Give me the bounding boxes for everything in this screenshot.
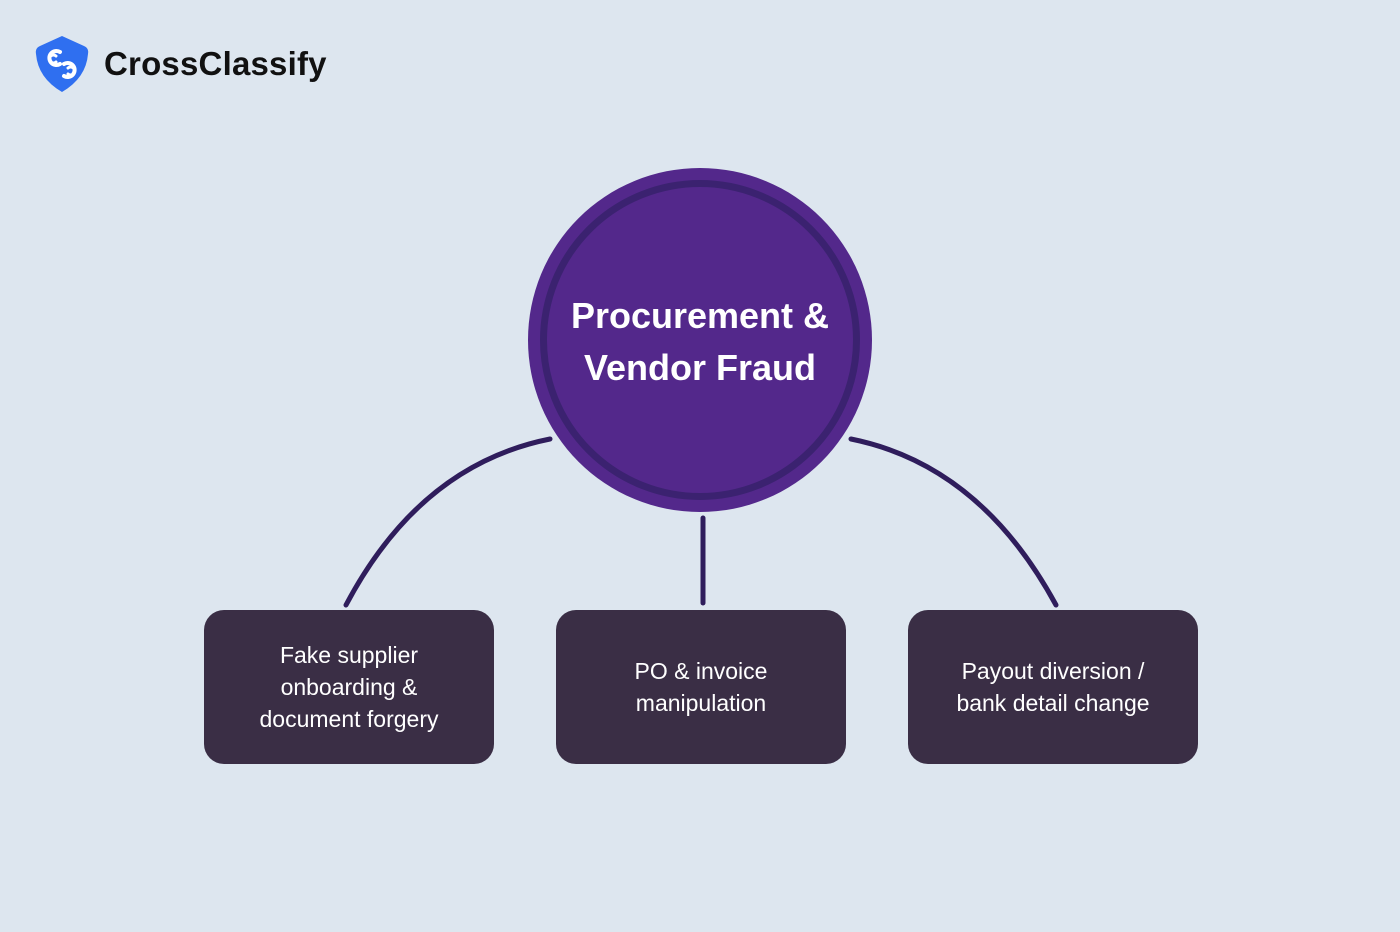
shield-links-icon <box>35 36 89 92</box>
branch-box-payout-diversion: Payout diversion / bank detail change <box>908 610 1198 764</box>
hub-title: Procurement & Vendor Fraud <box>570 295 830 388</box>
brand-logo: CrossClassify <box>34 34 327 94</box>
branch-box-fake-supplier: Fake supplier onboarding & document forg… <box>204 610 494 764</box>
connector-right <box>848 436 1059 608</box>
hub-circle: Procurement & Vendor Fraud <box>528 168 872 512</box>
brand-name: CrossClassify <box>104 45 327 82</box>
hub-ring <box>540 180 860 500</box>
branch-box-po-invoice: PO & invoice manipulation <box>556 610 846 764</box>
connector-left <box>343 436 553 608</box>
